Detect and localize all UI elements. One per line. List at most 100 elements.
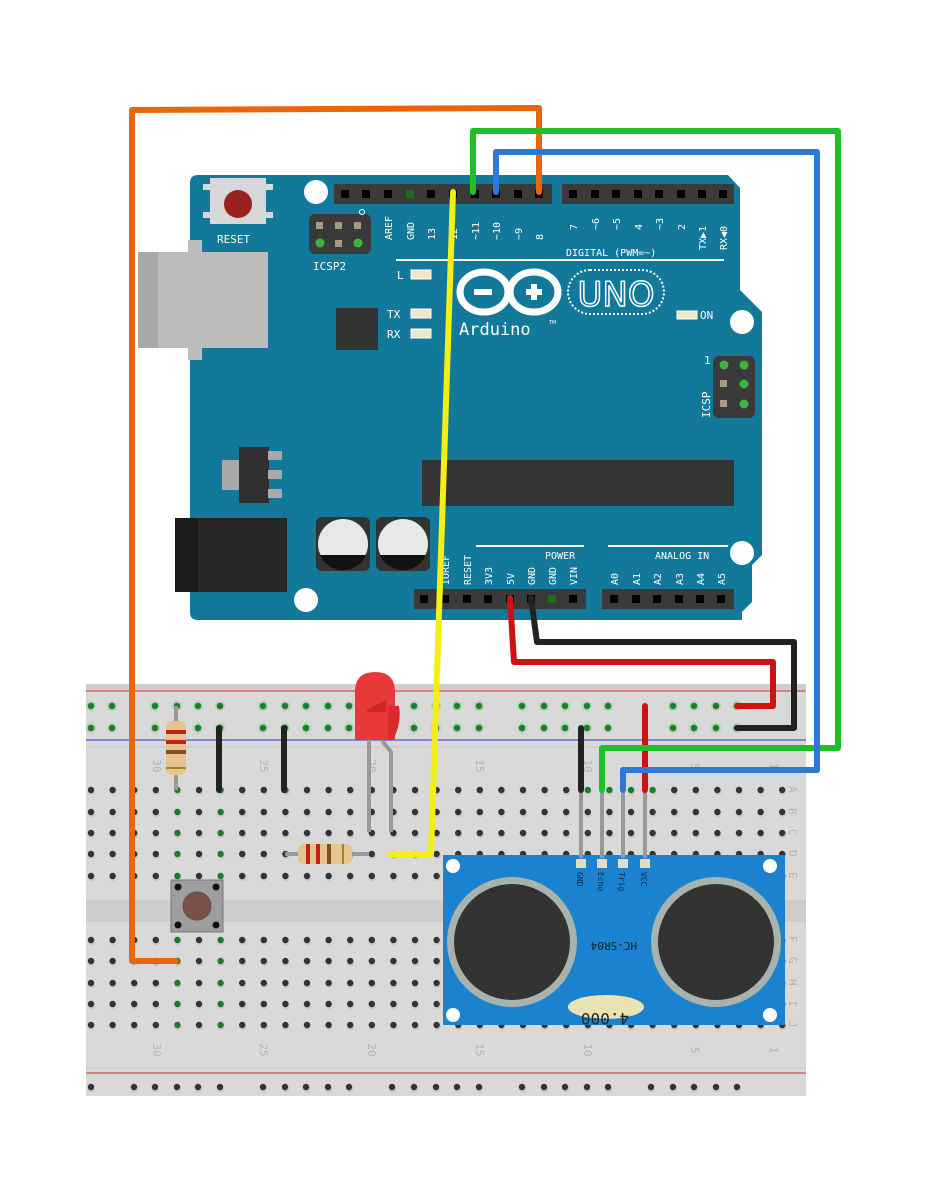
rail-hole	[194, 1083, 202, 1091]
header-pin[interactable]	[612, 190, 620, 198]
led-resistor[interactable]	[285, 844, 369, 864]
breadboard-hole	[325, 829, 332, 837]
header-pin[interactable]	[384, 190, 392, 198]
header-pin[interactable]	[420, 595, 428, 603]
pin-label: ~10	[492, 222, 503, 240]
led-rx-label: RX	[387, 328, 401, 341]
push-button[interactable]	[170, 879, 224, 933]
column-number: 10	[581, 1043, 594, 1056]
header-pin[interactable]	[698, 190, 706, 198]
breadboard-hole	[217, 850, 224, 858]
header-pin[interactable]	[463, 595, 471, 603]
breadboard-hole	[260, 979, 267, 987]
red-led[interactable]	[355, 672, 400, 832]
column-number: 15	[473, 1043, 486, 1056]
icsp2-header	[309, 209, 371, 254]
header-pin[interactable]	[717, 595, 725, 603]
breadboard-hole	[411, 786, 419, 794]
power-header	[414, 589, 586, 609]
reset-button[interactable]	[203, 178, 273, 224]
sensor-pin-label: Trig	[617, 872, 626, 891]
breadboard-hole	[455, 829, 462, 837]
breadboard-hole	[174, 829, 181, 837]
pin-label: 5V	[506, 573, 517, 585]
breadboard-hole	[109, 850, 116, 858]
header-pin[interactable]	[653, 595, 661, 603]
column-number: 15	[473, 759, 486, 772]
breadboard-hole	[606, 786, 613, 794]
breadboard-hole	[87, 850, 95, 858]
rail-hole	[475, 724, 483, 732]
pull-down-resistor[interactable]	[166, 706, 186, 790]
rail-hole	[712, 724, 720, 732]
voltage-regulator	[222, 447, 282, 503]
header-pin[interactable]	[696, 595, 704, 603]
breadboard-hole	[239, 850, 246, 858]
header-pin[interactable]	[634, 190, 642, 198]
header-pin[interactable]	[677, 190, 685, 198]
breadboard-hole	[498, 786, 505, 794]
svg-text:1: 1	[704, 354, 711, 367]
breadboard-hole	[368, 1021, 375, 1029]
breadboard-hole	[692, 808, 699, 816]
header-pin[interactable]	[341, 190, 349, 198]
rail-hole	[712, 1083, 720, 1091]
uno-label: UNO	[577, 275, 654, 315]
breadboard-hole	[239, 872, 246, 880]
header-pin[interactable]	[548, 595, 556, 603]
sensor-pin-label: VCC	[639, 872, 648, 887]
header-pin[interactable]	[406, 190, 414, 198]
breadboard-hole	[131, 979, 138, 987]
header-pin[interactable]	[632, 595, 640, 603]
breadboard-hole	[433, 1000, 440, 1008]
header-pin[interactable]	[484, 595, 492, 603]
header-pin[interactable]	[362, 190, 370, 198]
breadboard-hole	[325, 1021, 332, 1029]
breadboard-hole	[411, 808, 419, 816]
header-pin[interactable]	[655, 190, 663, 198]
header-pin[interactable]	[441, 595, 449, 603]
row-letter: I	[786, 1000, 799, 1007]
header-pin[interactable]	[569, 595, 577, 603]
column-number: 30	[150, 759, 163, 772]
breadboard-holes	[86, 701, 787, 1093]
header-pin[interactable]	[569, 190, 577, 198]
header-pin[interactable]	[610, 595, 618, 603]
rail-hole	[324, 724, 332, 732]
breadboard-hole	[109, 872, 116, 880]
header-pin[interactable]	[675, 595, 683, 603]
breadboard-hole	[87, 786, 95, 794]
sensor-pin	[576, 859, 586, 868]
breadboard-hole	[347, 979, 354, 987]
row-letter: B	[786, 808, 799, 815]
header-pin[interactable]	[719, 190, 727, 198]
breadboard-hole	[87, 1021, 95, 1029]
pin-label: 3V3	[484, 567, 495, 585]
breadboard-hole	[152, 979, 159, 987]
breadboard-hole	[195, 872, 203, 880]
header-pin[interactable]	[591, 190, 599, 198]
breadboard-hole	[282, 936, 289, 944]
breadboard-hole	[368, 1000, 375, 1008]
breadboard-hole	[195, 850, 203, 858]
rail-hole	[583, 1083, 591, 1091]
breadboard-hole	[174, 808, 181, 816]
breadboard-hole	[476, 829, 483, 837]
icsp-header	[713, 356, 755, 418]
breadboard-hole	[109, 786, 116, 794]
rail-hole	[410, 724, 418, 732]
rail-hole	[345, 1083, 353, 1091]
header-pin[interactable]	[427, 190, 435, 198]
pin-label: ~5	[612, 218, 623, 230]
breadboard-hole	[109, 829, 116, 837]
breadboard-hole	[627, 808, 635, 816]
rail-hole	[453, 1083, 461, 1091]
header-pin[interactable]	[514, 190, 522, 198]
rail-hole	[475, 1083, 483, 1091]
breadboard-hole	[87, 979, 95, 987]
column-number: 20	[365, 1043, 378, 1056]
breadboard-hole	[109, 979, 116, 987]
